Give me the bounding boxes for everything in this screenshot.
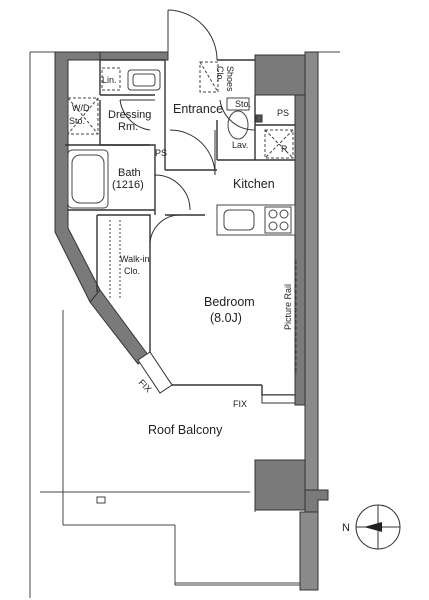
label-lav: Lav.: [232, 140, 248, 150]
label-roof-balcony: Roof Balcony: [148, 423, 223, 437]
wall-diagonal: [89, 289, 149, 365]
wall-right-outer: [304, 51, 319, 496]
toilet: [227, 110, 249, 140]
wall-lower-right: [299, 511, 319, 591]
bathtub: [67, 149, 109, 209]
wall-left-upper: [54, 51, 101, 303]
wall-bottom-step: [304, 489, 329, 513]
door-walkin: [149, 214, 181, 246]
label-bath-2: (1216): [112, 179, 144, 191]
label-picture-rail: Picture Rail: [283, 284, 293, 330]
shoes-closet: [199, 61, 219, 93]
wall-top: [99, 51, 169, 61]
compass: N: [342, 504, 401, 550]
label-dressing-2: Rm.: [118, 121, 138, 133]
label-fix-2: FIX: [233, 399, 247, 409]
label-ps-left: PS: [155, 148, 167, 158]
wall-right-top: [254, 54, 306, 96]
labels: W/D Sto. Lin. Dressing Rm. Entrance Shoe…: [69, 66, 293, 437]
outer-lines: [29, 51, 340, 598]
refrigerator-space: [264, 129, 294, 159]
door-dressing: [119, 99, 155, 131]
ps-block: [255, 114, 263, 123]
kitchen-hob: [264, 206, 292, 234]
label-shoes-2: Clo.: [215, 66, 225, 82]
label-bedroom-2: (8.0J): [210, 311, 242, 325]
label-bedroom-1: Bedroom: [204, 295, 255, 309]
kitchen-sink: [223, 209, 255, 231]
doors: [119, 9, 256, 246]
label-toilet-sto: Sto.: [235, 99, 251, 109]
door-toilet: [219, 99, 256, 131]
label-shoes-1: Shoes: [225, 66, 235, 92]
label-kitchen: Kitchen: [233, 177, 275, 191]
label-bath-1: Bath: [118, 167, 141, 179]
label-walkin-2: Clo.: [124, 266, 140, 276]
label-r: R: [281, 144, 288, 154]
door-bath: [154, 174, 191, 211]
windows: [137, 351, 296, 404]
vanity: [127, 69, 161, 91]
label-ps-right: PS: [277, 108, 289, 118]
label-dressing-1: Dressing: [108, 109, 151, 121]
wd-storage: [67, 97, 99, 135]
fixtures: [67, 61, 297, 504]
kitchen-counter: [216, 204, 296, 236]
label-lin: Lin.: [102, 75, 117, 85]
compass-needle-icon: [364, 522, 382, 532]
door-entrance: [167, 9, 218, 61]
label-walkin-1: Walk-in: [120, 254, 150, 264]
label-wd-sto: Sto.: [69, 116, 85, 126]
walls: [54, 51, 329, 591]
label-wd: W/D: [72, 103, 90, 113]
wall-bottom-block: [254, 459, 306, 511]
label-entrance: Entrance: [173, 102, 223, 116]
compass-north-label: N: [342, 522, 350, 534]
door-kitchen: [169, 129, 216, 176]
